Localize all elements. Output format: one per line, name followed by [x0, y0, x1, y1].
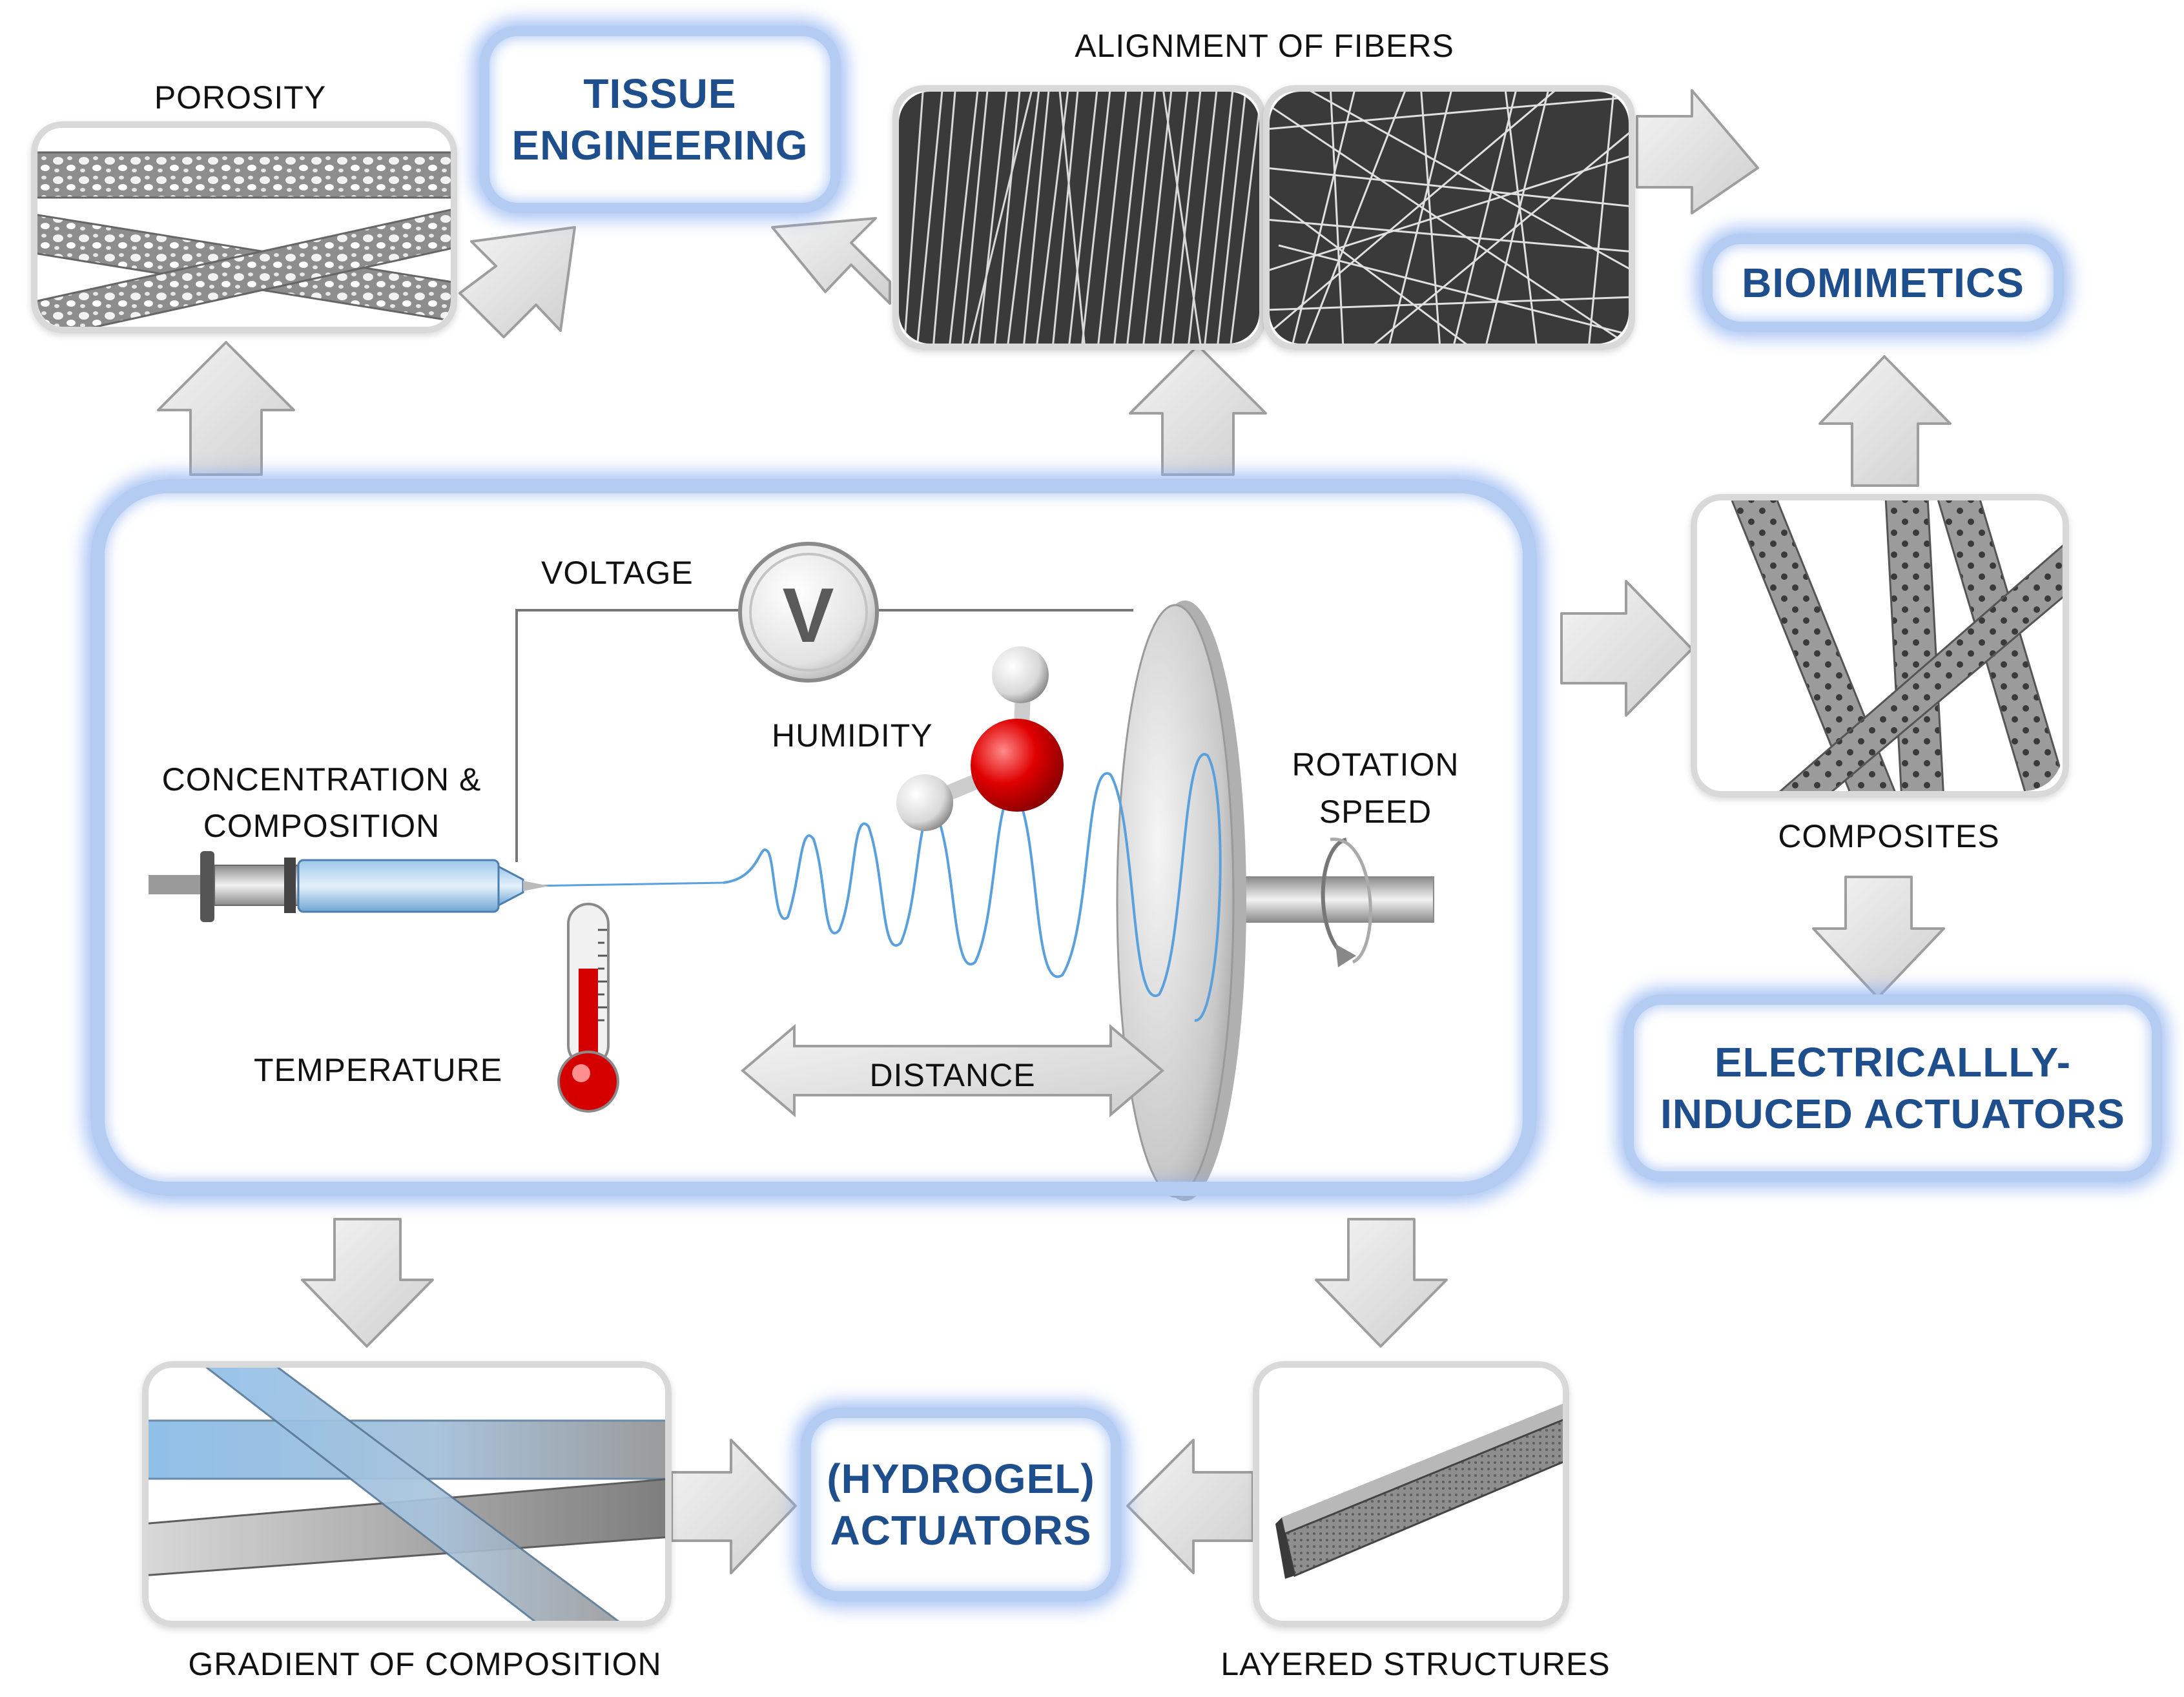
- gradient-composition-image: [149, 1368, 665, 1621]
- water-molecule-icon: [896, 646, 1064, 831]
- arrow-up-alignment: [1129, 344, 1267, 476]
- biomimetics-title: BIOMIMETICS: [1742, 260, 2024, 306]
- voltage-label: VOLTAGE: [541, 555, 694, 591]
- fiber-jet: [723, 753, 1222, 1022]
- arrow-alignment-tissue: [771, 217, 891, 305]
- electrical-actuators-title-line2: INDUCED ACTUATORS: [1660, 1091, 2125, 1137]
- layered-label: LAYERED STRUCTURES: [1221, 1646, 1611, 1682]
- distance-arrow: [740, 1023, 1165, 1118]
- porosity-panel: [31, 121, 457, 333]
- temperature-label: TEMPERATURE: [254, 1052, 503, 1088]
- thermometer-icon: [557, 903, 619, 1113]
- arrow-down-layered: [1315, 1218, 1448, 1348]
- arrow-down-electrical: [1812, 876, 1945, 999]
- layered-panel: [1253, 1361, 1569, 1627]
- concentration-label-line1: CONCENTRATION &: [161, 761, 482, 797]
- rotation-arrow-icon: [1321, 838, 1347, 956]
- composites-panel: [1691, 494, 2069, 797]
- layered-structures-image: [1259, 1368, 1563, 1621]
- arrow-porosity-tissue: [458, 226, 576, 338]
- electrospinning-apparatus: [149, 542, 1434, 1201]
- biomimetics-box: BIOMIMETICS: [1702, 234, 2064, 332]
- random-fibers-panel: [1263, 85, 1635, 350]
- tissue-engineering-box: TISSUE ENGINEERING: [479, 26, 841, 213]
- rotation-label-line2: SPEED: [1319, 794, 1432, 830]
- gradient-panel: [142, 1361, 672, 1627]
- rotation-label-line1: ROTATION: [1292, 746, 1459, 783]
- arrow-up-porosity: [157, 341, 295, 476]
- tissue-engineering-title-line1: TISSUE: [583, 70, 737, 117]
- hydrogel-actuators-title-line2: ACTUATORS: [830, 1507, 1092, 1554]
- arrow-alignment-biomimetics: [1636, 89, 1759, 214]
- syringe-icon: [149, 851, 549, 922]
- electrical-actuators-box: ELECTRICALLLY- INDUCED ACTUATORS: [1623, 994, 2162, 1182]
- gradient-label: GRADIENT OF COMPOSITION: [188, 1646, 662, 1682]
- composites-image: [1697, 500, 2063, 791]
- hydrogel-actuators-title-line1: (HYDROGEL): [827, 1455, 1095, 1502]
- porosity-label: POROSITY: [154, 79, 327, 116]
- porosity-image: [37, 128, 451, 327]
- arrow-down-gradient: [301, 1218, 434, 1348]
- humidity-label: HUMIDITY: [772, 717, 933, 754]
- concentration-label-line2: COMPOSITION: [203, 808, 440, 844]
- aligned-fibers-image: [899, 92, 1259, 344]
- aligned-fibers-panel: [892, 85, 1266, 350]
- tissue-engineering-title-line2: ENGINEERING: [511, 122, 809, 169]
- arrow-gradient-hydrogel: [670, 1439, 797, 1574]
- arrow-layered-hydrogel: [1126, 1439, 1254, 1574]
- composites-label: COMPOSITES: [1778, 818, 2000, 854]
- distance-label: DISTANCE: [869, 1057, 1036, 1093]
- alignment-label: ALIGNMENT OF FIBERS: [1075, 28, 1454, 64]
- arrow-up-biomimetics: [1818, 355, 1952, 487]
- arrow-main-composites: [1560, 580, 1693, 717]
- hydrogel-actuators-box: (HYDROGEL) ACTUATORS: [801, 1408, 1121, 1601]
- random-fibers-image: [1270, 92, 1629, 344]
- voltage-symbol: V: [782, 572, 835, 659]
- electrospinning-process-box: [90, 479, 1537, 1196]
- electrical-actuators-title-line1: ELECTRICALLLY-: [1714, 1039, 2072, 1085]
